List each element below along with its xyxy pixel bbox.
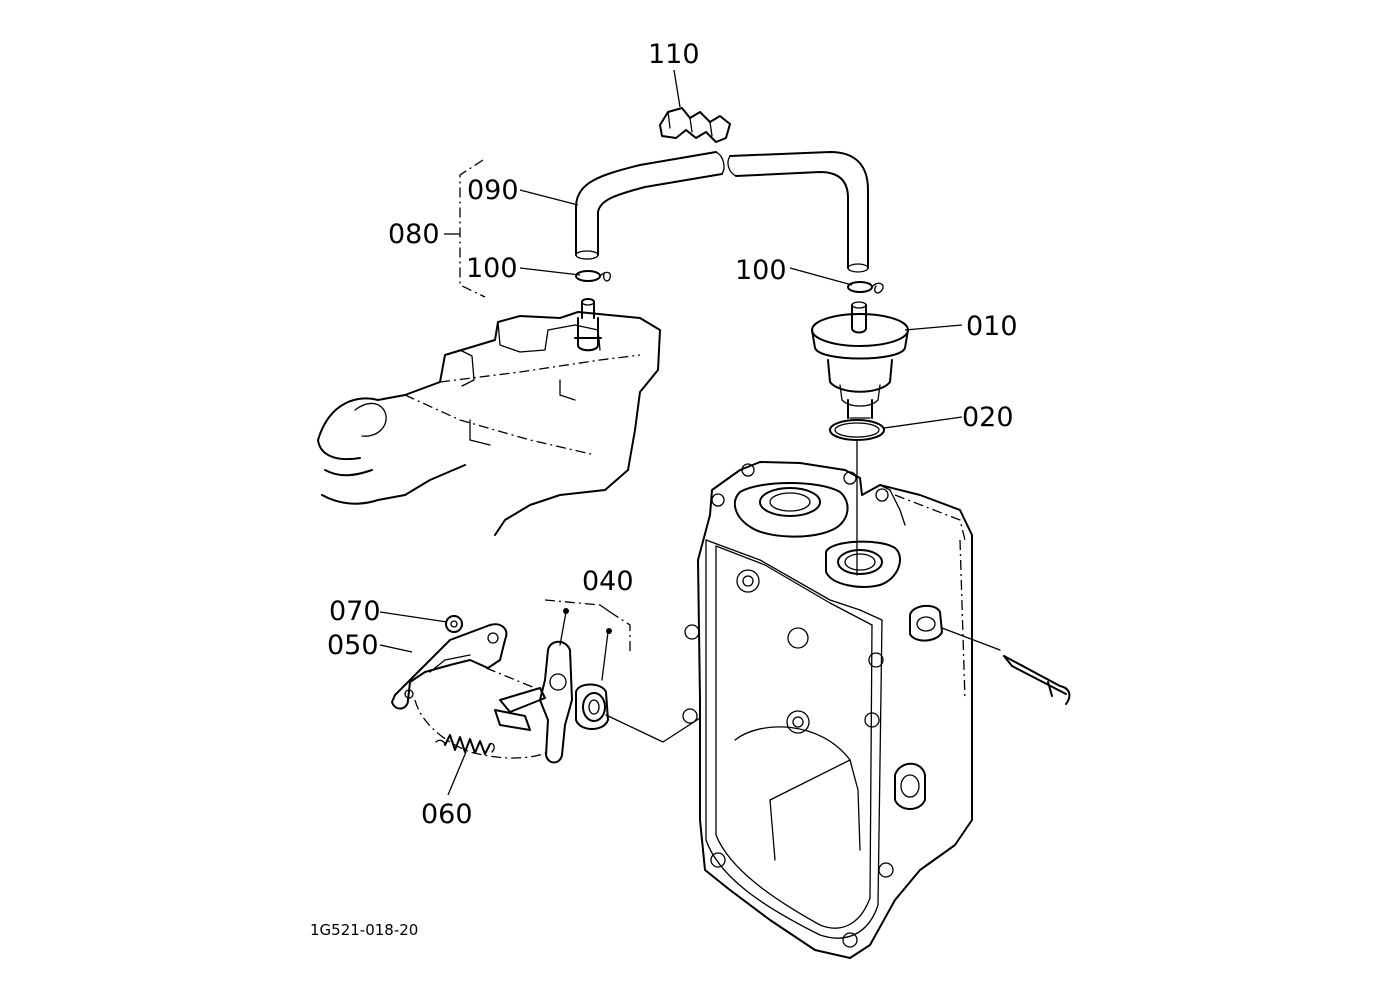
- label-110: 110: [648, 39, 700, 70]
- leader-lines: [379, 69, 963, 796]
- label-060: 060: [421, 799, 473, 830]
- part-010-valve-drawing: [811, 301, 909, 419]
- leader-060: [447, 751, 467, 796]
- leader-100-left: [519, 267, 581, 276]
- label-010: 010: [966, 311, 1018, 342]
- leader-110: [673, 69, 681, 108]
- label-090: 090: [467, 175, 519, 206]
- leader-050: [379, 644, 413, 653]
- label-040: 040: [582, 566, 634, 597]
- label-080: 080: [388, 219, 440, 250]
- leader-010: [904, 324, 963, 331]
- label-100-right: 100: [735, 255, 787, 286]
- part-020-o-ring-drawing: [829, 419, 885, 441]
- hose-assembly-drawing: [575, 107, 884, 294]
- bracket-080: [459, 159, 486, 298]
- leader-070: [379, 611, 448, 623]
- gear-case-housing-drawing: [682, 461, 1071, 959]
- label-070: 070: [329, 596, 381, 627]
- lever-parts-drawing: [391, 599, 701, 764]
- diagram-reference-code: 1G521-018-20: [310, 921, 418, 939]
- leader-020: [883, 416, 963, 429]
- leader-100-right: [789, 267, 853, 286]
- label-020: 020: [962, 402, 1014, 433]
- engine-block-drawing: [317, 298, 661, 536]
- label-050: 050: [327, 630, 379, 661]
- label-100-left: 100: [466, 253, 518, 284]
- leader-090: [519, 189, 579, 206]
